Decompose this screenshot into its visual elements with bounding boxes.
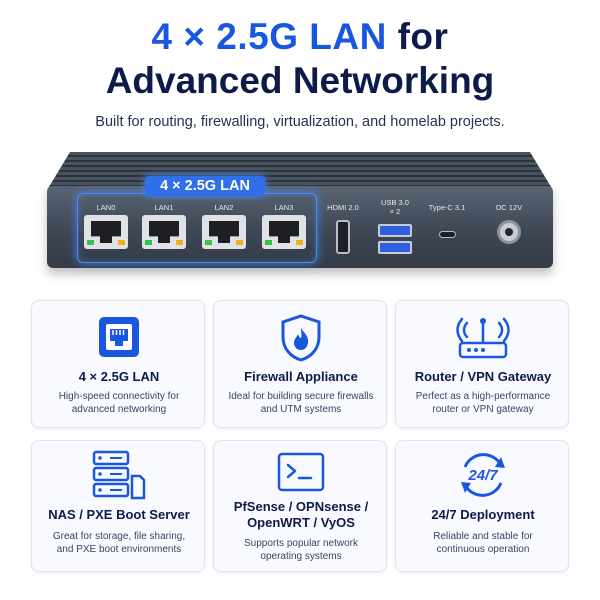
card-description: Great for storage, file sharing, and PXE… <box>52 531 186 555</box>
rj45-port-icon <box>262 215 306 249</box>
card-title-line1: PfSense / OPNsense / <box>233 499 369 514</box>
lan-port-1: LAN1 <box>140 203 188 249</box>
usb-label: USB 3.0 × 2 <box>360 198 430 216</box>
feature-card-nas: NAS / PXE Boot Server Great for storage,… <box>31 440 205 572</box>
feature-card-os-support: PfSense / OPNsense / OpenWRT / VyOS Supp… <box>213 440 387 572</box>
ethernet-port-icon <box>32 315 206 359</box>
terminal-icon <box>214 451 388 493</box>
usb-port-icon <box>378 224 412 237</box>
rj45-port-icon <box>84 215 128 249</box>
feature-card-lan: 4 × 2.5G LAN High-speed connectivity for… <box>31 300 205 428</box>
lan-port-3: LAN3 <box>260 203 308 249</box>
subtitle: Built for routing, firewalling, virtuali… <box>95 114 505 130</box>
icon-text: 24/7 <box>467 467 498 484</box>
lan-port-label: LAN2 <box>214 203 234 212</box>
usb-port-icon <box>378 241 412 254</box>
card-title: 4 × 2.5G LAN <box>78 369 160 384</box>
headline-line-1: 4 × 2.5G LAN for <box>0 16 600 58</box>
firewall-shield-icon <box>214 313 388 363</box>
card-description: Perfect as a high-performance router or … <box>415 391 551 415</box>
card-description: Supports popular network operating syste… <box>244 538 358 562</box>
rj45-port-icon <box>202 215 246 249</box>
usb-label-line1: USB 3.0 <box>381 198 409 207</box>
server-storage-icon <box>32 449 206 501</box>
card-title: 24/7 Deployment <box>431 507 535 522</box>
clock-24-7-icon: 24/7 <box>396 447 570 503</box>
card-description: Ideal for building secure firewalls and … <box>228 391 374 415</box>
card-title: NAS / PXE Boot Server <box>48 507 190 522</box>
lan-badge: 4 × 2.5G LAN <box>145 176 265 196</box>
card-description: Reliable and stable for continuous opera… <box>433 531 533 555</box>
headline-accent: 4 × 2.5G LAN <box>151 16 387 57</box>
lan-port-label: LAN1 <box>154 203 174 212</box>
hdmi-label: HDMI 2.0 <box>327 203 359 212</box>
usb-label-line2: × 2 <box>389 207 401 216</box>
feature-card-router: Router / VPN Gateway Perfect as a high-p… <box>395 300 569 428</box>
headline-for: for <box>397 16 449 57</box>
lan-port-label: LAN3 <box>274 203 294 212</box>
router-icon <box>396 311 570 361</box>
dc-label: DC 12V <box>495 203 523 212</box>
rj45-port-icon <box>142 215 186 249</box>
card-title-line2: OpenWRT / VyOS <box>247 515 355 530</box>
lan-port-0: LAN0 <box>82 203 130 249</box>
usb-c-port-icon <box>439 231 456 238</box>
card-title: Router / VPN Gateway <box>414 369 552 384</box>
typec-label: Type-C 3.1 <box>428 203 466 212</box>
card-description: High-speed connectivity for advanced net… <box>58 391 180 415</box>
card-title: PfSense / OPNsense / OpenWRT / VyOS <box>214 499 388 531</box>
dc-jack-icon <box>497 220 521 244</box>
card-title: Firewall Appliance <box>244 369 358 384</box>
lan-port-2: LAN2 <box>200 203 248 249</box>
lan-port-label: LAN0 <box>96 203 116 212</box>
hdmi-port-icon <box>336 220 350 254</box>
mini-pc-device: 4 × 2.5G LAN LAN0 LAN1 LAN2 LAN3 HDMI 2.… <box>40 140 560 280</box>
headline-line-2: Advanced Networking <box>105 60 495 101</box>
feature-card-deployment: 24/7 24/7 Deployment Reliable and stable… <box>395 440 569 572</box>
feature-card-firewall: Firewall Appliance Ideal for building se… <box>213 300 387 428</box>
